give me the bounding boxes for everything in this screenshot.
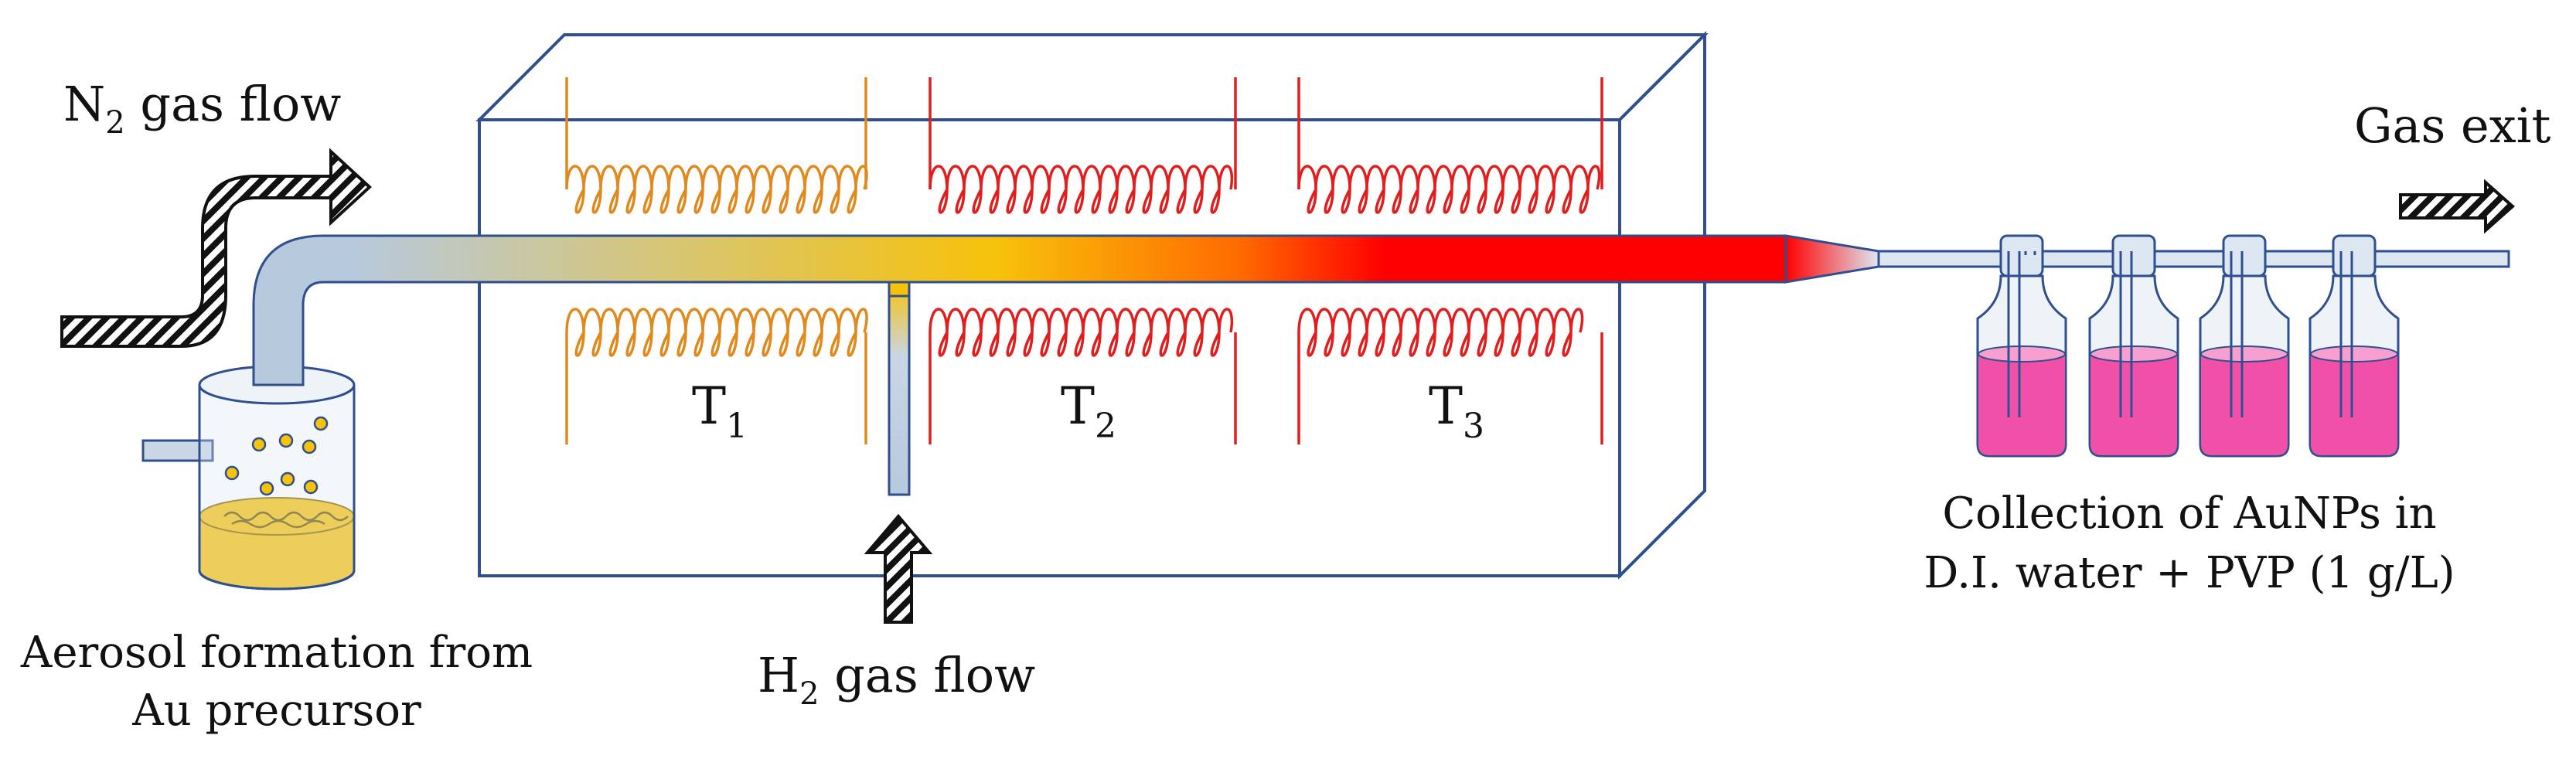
tube-horizontal-edges bbox=[352, 234, 1786, 284]
collection-liquid bbox=[2090, 354, 2177, 455]
heating-coils-top bbox=[565, 77, 1603, 214]
collection-caption-line2: D.I. water + PVP (1 g/L) bbox=[1923, 548, 2455, 598]
coil-zone2-top bbox=[929, 77, 1237, 189]
gas-exit-label: Gas exit bbox=[2354, 97, 2551, 154]
tube-horizontal bbox=[352, 236, 1786, 282]
gold-droplet-icon bbox=[278, 433, 294, 448]
hatched-arrow-icon bbox=[2399, 179, 2516, 234]
aerosol-caption-line1: Aerosol formation from bbox=[20, 628, 533, 678]
gold-droplet-icon bbox=[302, 439, 317, 454]
hatched-arrow-icon bbox=[60, 148, 372, 348]
zone-label-t2: T2 bbox=[1061, 376, 1116, 446]
coil-zone3-bottom bbox=[1297, 332, 1603, 444]
collection-liquid bbox=[2201, 354, 2288, 455]
coil-zone2-bottom bbox=[929, 332, 1237, 444]
coil-zone1-bottom bbox=[565, 332, 867, 444]
gold-droplet-icon bbox=[259, 481, 274, 496]
n2-gas-flow-label: N2 gas flow bbox=[63, 76, 341, 141]
aerosol-caption-line2: Au precursor bbox=[131, 686, 421, 736]
furnace-top-face bbox=[475, 33, 1709, 121]
collection-liquid bbox=[1978, 354, 2065, 455]
collection-caption-line1: Collection of AuNPs in bbox=[1942, 488, 2436, 539]
hatched-arrow-icon bbox=[864, 513, 933, 624]
h2-injection-tube-top bbox=[888, 281, 911, 298]
collection-bottles bbox=[1976, 234, 2400, 458]
coil-zone3-top bbox=[1297, 77, 1603, 189]
coil-zone2-bottom-loops bbox=[929, 308, 1233, 357]
furnace bbox=[475, 31, 1709, 580]
tube-nozzle bbox=[1784, 234, 1880, 284]
coil-zone1-bottom-loops bbox=[565, 308, 868, 357]
collection-bottle bbox=[1976, 234, 2067, 458]
outlet-manifold bbox=[1877, 250, 2510, 268]
h2-injection-tube bbox=[888, 281, 911, 496]
generator-inlet-pipe bbox=[141, 439, 214, 462]
gold-droplet-icon bbox=[224, 465, 240, 481]
collection-bottle bbox=[2088, 234, 2179, 458]
heating-coils-bottom bbox=[565, 308, 1603, 444]
gold-droplet-icon bbox=[280, 471, 295, 487]
zone-labels: T1 T2 T3 bbox=[692, 376, 1484, 446]
collection-bottle bbox=[2309, 234, 2400, 458]
coil-zone2-top-loops bbox=[929, 165, 1233, 214]
zone-label-t3: T3 bbox=[1429, 376, 1484, 446]
aerosol-generator bbox=[141, 365, 356, 591]
collection-liquid bbox=[2311, 354, 2397, 455]
atomizer-scribble bbox=[223, 511, 349, 529]
furnace-side-face bbox=[1618, 31, 1706, 580]
zone-label-t1: T1 bbox=[692, 376, 748, 446]
coil-zone1-top-loops bbox=[565, 165, 868, 214]
gold-droplet-icon bbox=[313, 416, 329, 431]
h2-gas-flow-label: H2 gas flow bbox=[758, 647, 1035, 712]
aerosol-droplets bbox=[224, 416, 329, 496]
gold-droplet-icon bbox=[303, 479, 319, 495]
gold-droplet-icon bbox=[251, 437, 267, 452]
coil-zone3-top-loops bbox=[1297, 165, 1601, 214]
reactor-tube bbox=[252, 234, 2510, 386]
generator-jar bbox=[198, 385, 356, 591]
tube-elbow bbox=[252, 234, 357, 386]
coil-zone3-bottom-loops bbox=[1297, 308, 1584, 357]
collection-bottle bbox=[2199, 234, 2290, 458]
